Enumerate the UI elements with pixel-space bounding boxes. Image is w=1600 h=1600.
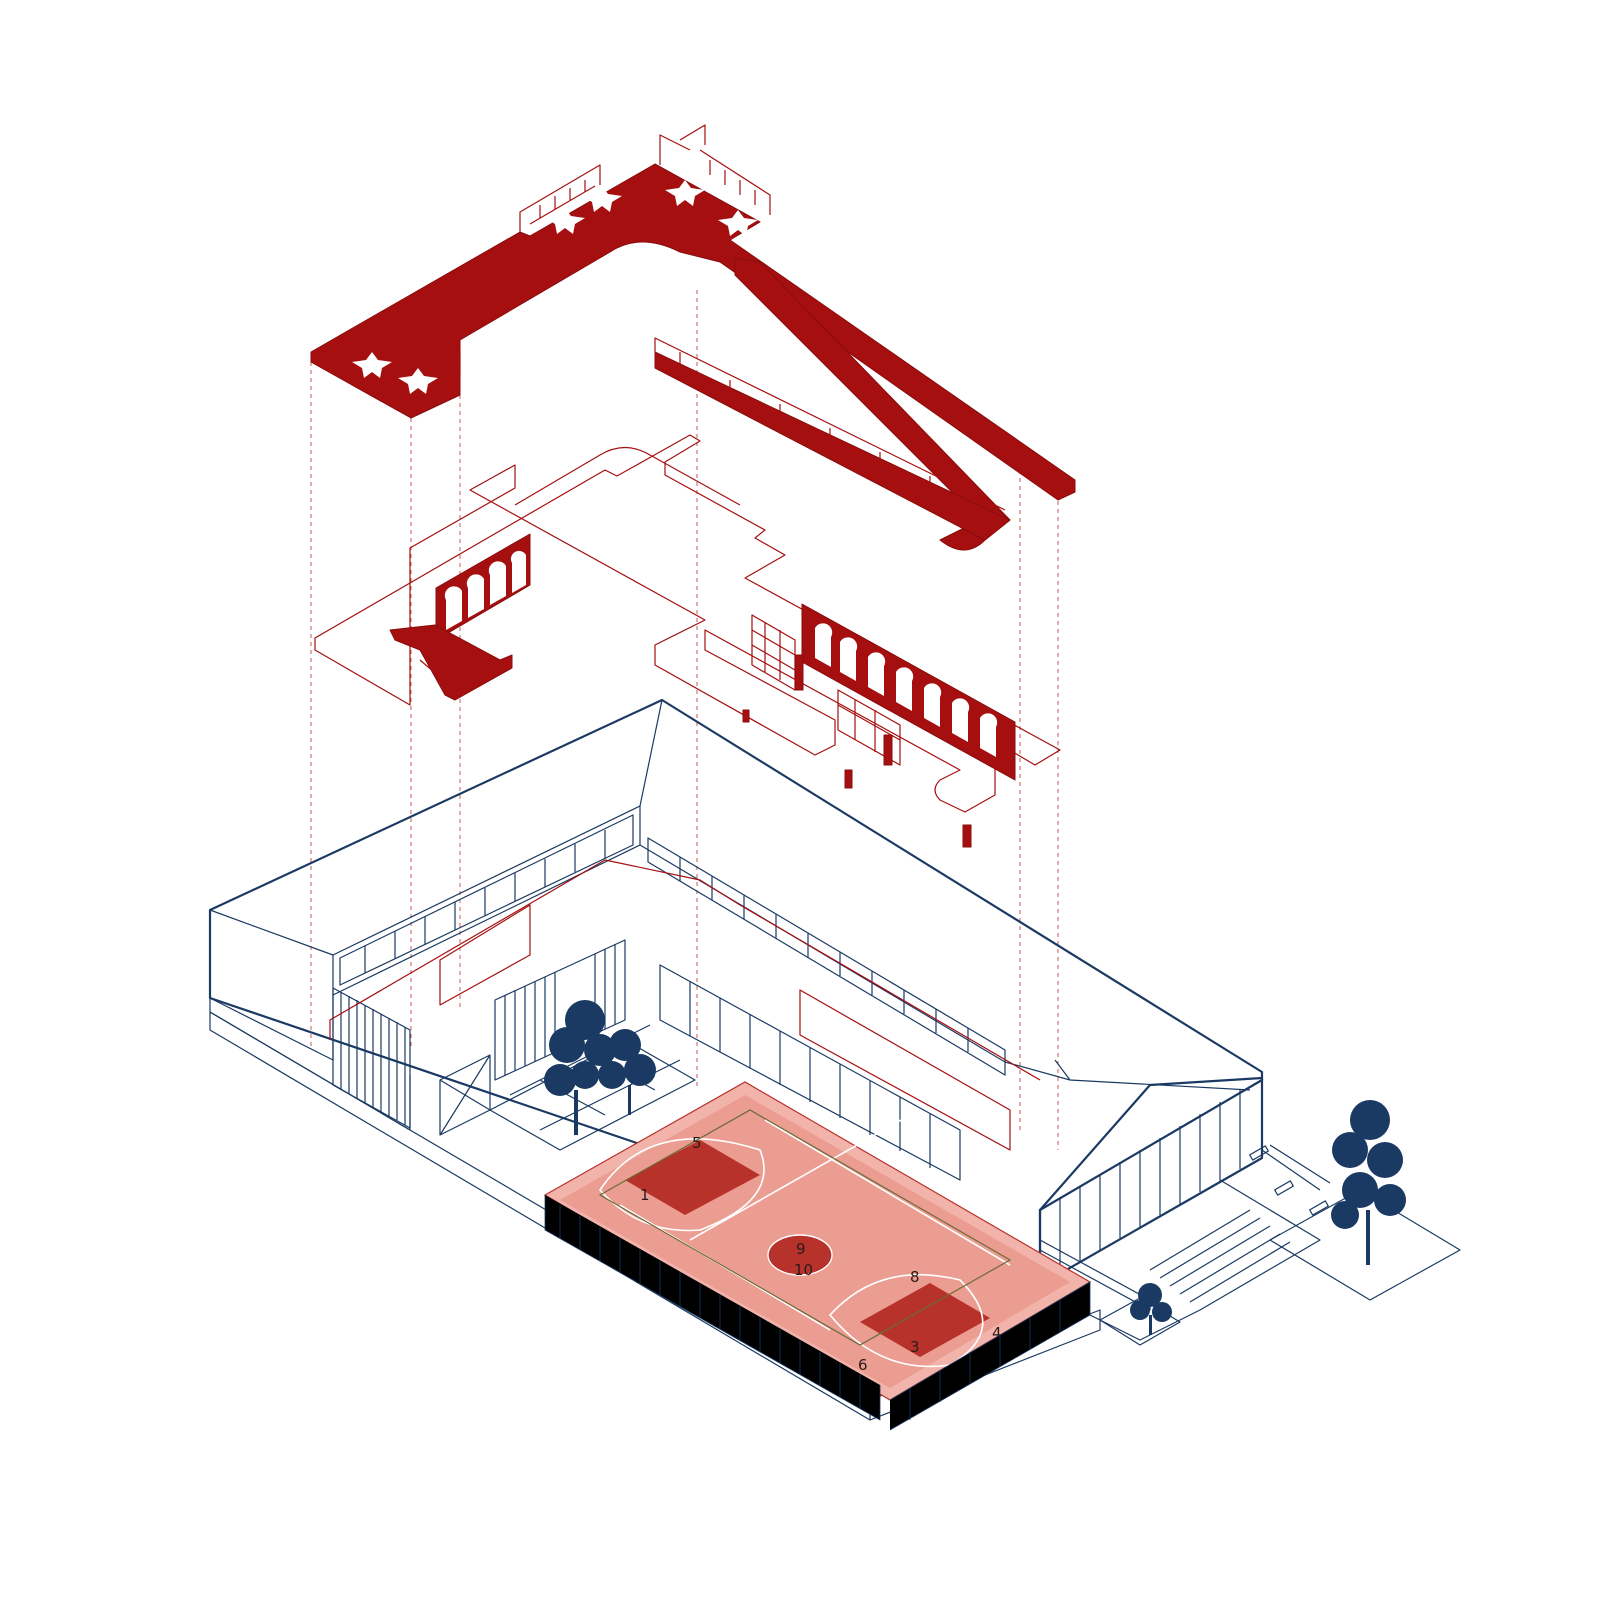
- ramp-upper: [654, 351, 1011, 541]
- court-number: 4: [992, 1324, 1002, 1342]
- court-number: 3: [910, 1338, 920, 1356]
- court-fence: [544, 1195, 1091, 1431]
- bench-icon: [1249, 1145, 1269, 1161]
- entry-box: [439, 1054, 491, 1136]
- court-number: 9: [796, 1240, 806, 1258]
- sports-court: 5 1 9 10 8 3 4 6: [543, 1081, 1092, 1431]
- court-number: 5: [692, 1134, 702, 1152]
- court-number: 1: [640, 1186, 650, 1204]
- slat-facade-left: [332, 987, 411, 1129]
- benches: [1249, 1145, 1329, 1216]
- tree-icon: [1331, 1100, 1406, 1265]
- key-zone-top: [625, 1140, 760, 1215]
- trees: [544, 1000, 1406, 1335]
- tree-icon: [544, 1000, 616, 1135]
- slat-facade-long: [659, 964, 961, 1181]
- court-number: 10: [794, 1261, 813, 1279]
- arched-wall-left: [435, 533, 531, 641]
- tree-icon: [1130, 1283, 1172, 1335]
- arched-wall-right: [801, 603, 1016, 781]
- floor-outline-echo: [329, 859, 1041, 1081]
- tree-icon: [598, 1029, 656, 1115]
- center-circle: [767, 1234, 833, 1276]
- middle-floor-level: [314, 434, 1061, 848]
- roof-outline: [208, 698, 1264, 1282]
- middle-floor-outline: [314, 434, 1061, 813]
- skylights: [352, 180, 758, 394]
- clerestory-windows: [339, 814, 1006, 1076]
- court-number: 8: [910, 1268, 920, 1286]
- key-zone-bottom: [860, 1283, 990, 1357]
- middle-floor-inner-edge: [514, 446, 741, 506]
- court-number: 6: [858, 1356, 868, 1374]
- courtyard-paving: [489, 1024, 696, 1151]
- roof-deck-level: [310, 124, 1076, 551]
- gym-gable-facade: [1038, 1076, 1264, 1287]
- roof-railings: [439, 124, 1006, 512]
- columns-middle: [742, 654, 972, 848]
- projection-lines: [310, 290, 1059, 1150]
- roof-deck: [310, 163, 1076, 501]
- staircase-left: [389, 624, 513, 701]
